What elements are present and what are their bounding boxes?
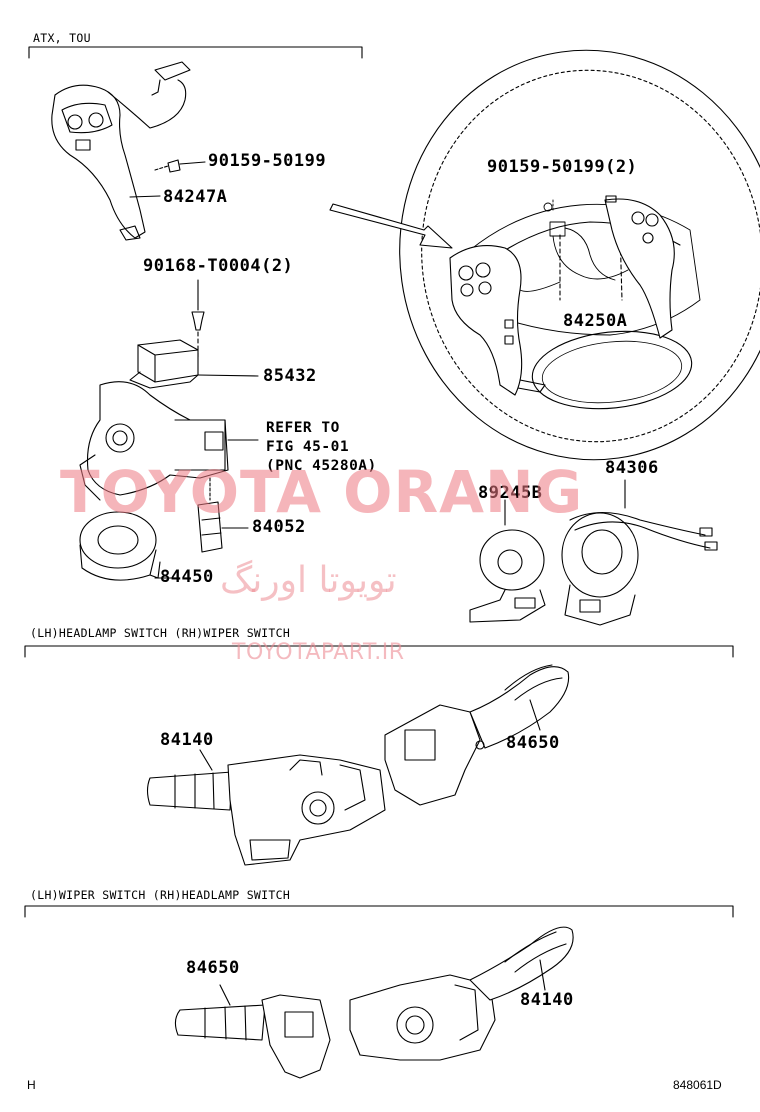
watermark-url: TOYOTAPART.IR	[232, 640, 405, 665]
part-label-84650-mid[interactable]: 84650	[506, 733, 560, 753]
part-85432-art	[129, 339, 259, 389]
footer-code: 848061D	[673, 1078, 722, 1092]
part-89245b-art	[469, 499, 546, 623]
screw-90159-top-art	[129, 159, 206, 198]
part-label-84247a[interactable]: 84247A	[163, 187, 228, 207]
pointer-arrow	[329, 203, 453, 249]
refer-line-3: (PNC 45280A)	[266, 458, 377, 474]
part-label-90159-right[interactable]: 90159-50199(2)	[487, 157, 638, 177]
part-label-90168[interactable]: 90168-T0004(2)	[143, 256, 294, 276]
watermark-persian: تویوتا اورنگ	[220, 560, 397, 601]
part-label-84140-bot[interactable]: 84140	[520, 990, 574, 1010]
section-header-middle: (LH)HEADLAMP SWITCH (RH)WIPER SWITCH	[30, 626, 291, 640]
part-84306-art	[561, 479, 718, 626]
section-header-bottom: (LH)WIPER SWITCH (RH)HEADLAMP SWITCH	[30, 888, 291, 902]
headlamp-switch-rh-bot-art	[349, 926, 574, 1061]
column-switch-body-art	[79, 381, 259, 501]
part-84450-art	[79, 511, 179, 581]
part-label-84450[interactable]: 84450	[160, 567, 214, 587]
watermark-brand: TOYOTA ORANG	[60, 458, 584, 526]
part-label-84650-bot[interactable]: 84650	[186, 958, 240, 978]
refer-line-2: FIG 45-01	[266, 439, 350, 455]
wheel-right-switch	[604, 195, 675, 339]
part-84052-art	[197, 477, 249, 553]
wheel-wiring	[519, 199, 629, 292]
headlamp-switch-lh-mid-art	[146, 749, 386, 866]
part-label-84250a[interactable]: 84250A	[563, 311, 628, 331]
footer-left: H	[27, 1078, 36, 1092]
wheel-left-switch	[449, 245, 546, 396]
part-label-84306[interactable]: 84306	[605, 458, 659, 478]
switch-84247a-art	[51, 61, 191, 241]
part-label-84140-mid[interactable]: 84140	[160, 730, 214, 750]
part-label-89245b[interactable]: 89245B	[478, 483, 543, 503]
section-brackets	[24, 46, 734, 918]
part-label-90159-top[interactable]: 90159-50199	[208, 151, 327, 171]
refer-note[interactable]: REFER TO FIG 45-01 (PNC 45280A)	[266, 419, 377, 476]
part-label-84052[interactable]: 84052	[252, 517, 306, 537]
wiper-switch-rh-mid-art	[384, 664, 570, 806]
refer-line-1: REFER TO	[266, 420, 340, 436]
steering-wheel	[399, 49, 760, 461]
wiper-switch-lh-bot-art	[174, 984, 331, 1079]
section-header-top: ATX, TOU	[33, 31, 91, 45]
part-label-85432[interactable]: 85432	[263, 366, 317, 386]
